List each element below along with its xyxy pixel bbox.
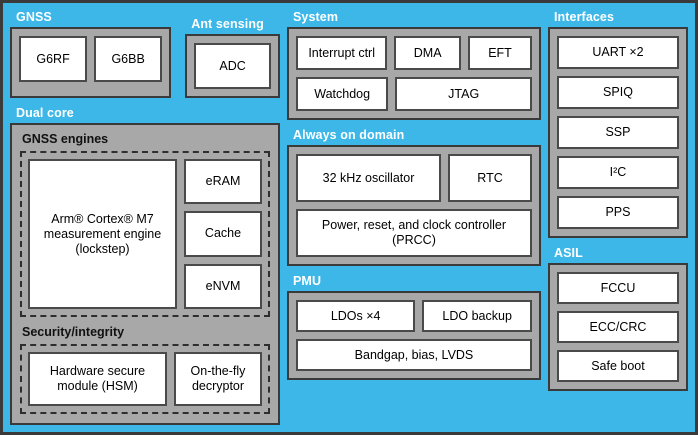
group-title-system: System — [293, 10, 339, 24]
block-fccu[interactable]: FCCU — [556, 272, 679, 304]
block-bandgap-bias-lvds[interactable]: Bandgap, bias, LVDS — [296, 339, 532, 371]
group-asil: ASIL FCCU ECC/CRC Safe boot — [547, 245, 688, 391]
group-title-gnss: GNSS — [16, 10, 52, 24]
block-ldo-backup[interactable]: LDO backup — [422, 300, 532, 332]
block-ecc-crc[interactable]: ECC/CRC — [556, 311, 679, 343]
group-body-always-on-domain: 32 kHz oscillator RTC Power, reset, and … — [287, 145, 541, 266]
block-adc[interactable]: ADC — [194, 43, 271, 89]
block-power-reset-clock-controller[interactable]: Power, reset, and clock controller (PRCC… — [296, 209, 532, 257]
group-ant-sensing: Ant sensing ADC — [185, 16, 280, 98]
group-body-system: Interrupt ctrl DMA EFT Watchdog JTAG — [287, 27, 541, 120]
group-body-dual-core: GNSS engines Arm® Cortex® M7 measurement… — [10, 123, 280, 425]
group-body-asil: FCCU ECC/CRC Safe boot — [547, 263, 688, 391]
block-interrupt-ctrl[interactable]: Interrupt ctrl — [296, 36, 388, 70]
group-body-gnss: G6RF G6BB — [10, 27, 172, 98]
block-ldos[interactable]: LDOs ×4 — [296, 300, 416, 332]
group-gnss: GNSS G6RF G6BB — [10, 9, 172, 98]
group-title-dual-core: Dual core — [16, 106, 74, 120]
group-system: System Interrupt ctrl DMA EFT Watchdog J… — [287, 9, 541, 120]
group-dual-core: Dual core GNSS engines Arm® Cortex® M7 m… — [10, 105, 280, 425]
block-jtag[interactable]: JTAG — [395, 77, 532, 111]
subgroup-title-security-integrity: Security/integrity — [22, 325, 125, 339]
middle-column: System Interrupt ctrl DMA EFT Watchdog J… — [287, 9, 548, 425]
block-eram[interactable]: eRAM — [184, 159, 262, 205]
group-interfaces: Interfaces UART ×2 SPIQ SSP I²C PPS — [547, 9, 688, 238]
block-watchdog[interactable]: Watchdog — [296, 77, 389, 111]
group-title-ant-sensing: Ant sensing — [191, 17, 264, 31]
block-rtc[interactable]: RTC — [448, 154, 532, 202]
block-g6bb[interactable]: G6BB — [94, 36, 163, 82]
group-title-interfaces: Interfaces — [553, 10, 615, 24]
block-spiq[interactable]: SPIQ — [556, 76, 679, 109]
subgroup-gnss-engines: GNSS engines Arm® Cortex® M7 measurement… — [20, 132, 270, 317]
group-body-interfaces: UART ×2 SPIQ SSP I²C PPS — [547, 27, 688, 238]
block-envm[interactable]: eNVM — [184, 263, 262, 309]
left-column: GNSS G6RF G6BB Ant sensing ADC Dual core — [10, 9, 287, 425]
system-row-2: Watchdog JTAG — [296, 77, 532, 111]
block-cortex-m7-measurement-engine[interactable]: Arm® Cortex® M7 measurement engine (lock… — [28, 159, 177, 309]
block-pps[interactable]: PPS — [556, 196, 679, 229]
block-eft[interactable]: EFT — [468, 36, 532, 70]
group-body-ant-sensing: ADC — [185, 34, 280, 98]
right-column: Interfaces UART ×2 SPIQ SSP I²C PPS ASIL… — [547, 9, 688, 425]
top-left-row: GNSS G6RF G6BB Ant sensing ADC — [10, 9, 280, 98]
block-cache[interactable]: Cache — [184, 211, 262, 257]
block-32khz-oscillator[interactable]: 32 kHz oscillator — [296, 154, 442, 202]
block-i2c[interactable]: I²C — [556, 156, 679, 189]
group-title-pmu: PMU — [293, 274, 322, 288]
always-on-domain-row-1: 32 kHz oscillator RTC — [296, 154, 532, 202]
block-on-the-fly-decryptor[interactable]: On-the-fly decryptor — [174, 352, 262, 406]
diagram-columns: GNSS G6RF G6BB Ant sensing ADC Dual core — [3, 3, 695, 432]
group-title-always-on-domain: Always on domain — [293, 128, 405, 142]
block-uart[interactable]: UART ×2 — [556, 36, 679, 69]
subgroup-title-gnss-engines: GNSS engines — [22, 132, 109, 146]
block-hardware-secure-module[interactable]: Hardware secure module (HSM) — [28, 352, 167, 406]
group-body-pmu: LDOs ×4 LDO backup Bandgap, bias, LVDS — [287, 291, 541, 380]
block-g6rf[interactable]: G6RF — [19, 36, 88, 82]
block-ssp[interactable]: SSP — [556, 116, 679, 149]
block-safe-boot[interactable]: Safe boot — [556, 350, 679, 382]
pmu-row-1: LDOs ×4 LDO backup — [296, 300, 532, 332]
group-pmu: PMU LDOs ×4 LDO backup Bandgap, bias, LV… — [287, 273, 541, 380]
subgroup-security-integrity: Security/integrity Hardware secure modul… — [20, 325, 270, 414]
system-row-1: Interrupt ctrl DMA EFT — [296, 36, 532, 70]
group-title-asil: ASIL — [553, 246, 583, 260]
dashed-boundary-security-integrity: Hardware secure module (HSM) On-the-fly … — [20, 344, 270, 414]
dashed-boundary-gnss-engines: Arm® Cortex® M7 measurement engine (lock… — [20, 151, 270, 317]
group-always-on-domain: Always on domain 32 kHz oscillator RTC P… — [287, 127, 541, 266]
memory-stack: eRAM Cache eNVM — [184, 159, 262, 309]
block-dma[interactable]: DMA — [394, 36, 462, 70]
